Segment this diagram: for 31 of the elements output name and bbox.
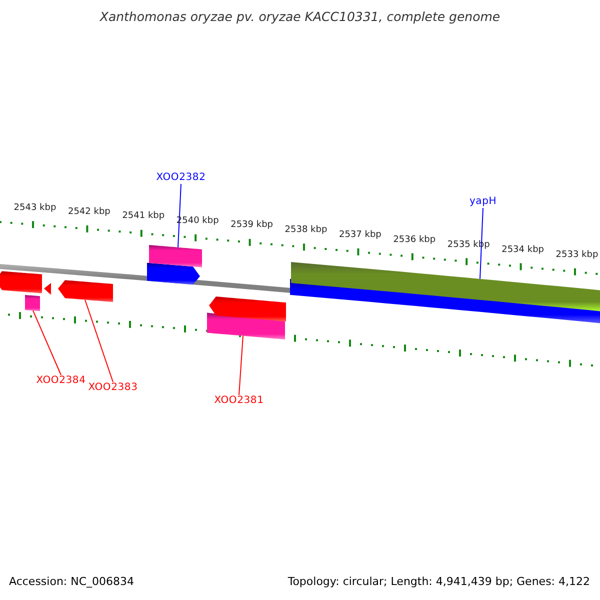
accession-text: Accession: NC_006834 bbox=[9, 576, 134, 587]
gene-label: yapH bbox=[469, 197, 497, 207]
gene-label: XOO2381 bbox=[214, 396, 264, 406]
leader-line bbox=[480, 208, 484, 280]
scale-label: 2538 kbp bbox=[284, 226, 328, 236]
gene-label: XOO2382 bbox=[156, 173, 206, 183]
scale-label: 2543 kbp bbox=[14, 204, 56, 213]
title: Xanthomonas oryzae pv. oryzae KACC10331, complete genome bbox=[98, 11, 502, 24]
scale-label: 2533 kbp bbox=[556, 250, 598, 260]
gene-feature bbox=[44, 283, 51, 296]
scale-label: 2542 kbp bbox=[68, 208, 110, 217]
leader-line bbox=[32, 310, 62, 376]
gene-feature bbox=[58, 280, 113, 302]
scale-label: 2534 kbp bbox=[502, 246, 544, 255]
leader-line bbox=[238, 335, 244, 396]
gene-bar bbox=[149, 244, 202, 268]
scale-label: 2536 kbp bbox=[393, 236, 436, 245]
scale-label: 2541 kbp bbox=[122, 212, 165, 222]
gene-bar bbox=[25, 294, 40, 312]
scale-label: 2539 kbp bbox=[230, 221, 273, 230]
leader-line bbox=[178, 184, 182, 248]
gene-bar bbox=[207, 312, 285, 340]
gene-label: XOO2384 bbox=[36, 376, 86, 386]
gene-feature bbox=[0, 271, 42, 294]
genome-info-text: Topology: circular; Length: 4,941,439 bp; Genes: 4,122 bbox=[288, 576, 590, 587]
gene-feature bbox=[209, 296, 286, 322]
gene-label: XOO2383 bbox=[88, 383, 138, 393]
gene-bar bbox=[291, 262, 600, 312]
scale-label: 2537 kbp bbox=[338, 230, 382, 240]
leader-line bbox=[84, 299, 114, 382]
gene-feature bbox=[147, 262, 200, 285]
